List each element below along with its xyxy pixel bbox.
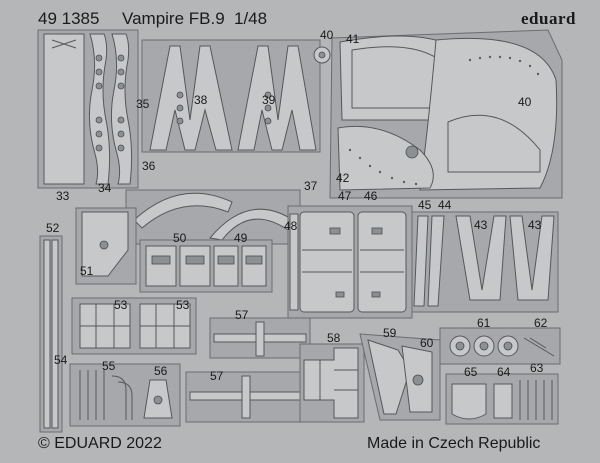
part-number-40-right: 40 (518, 95, 532, 109)
part-number-43-left: 43 (474, 218, 488, 232)
part-number-54: 54 (54, 353, 68, 367)
part-number-38: 38 (194, 93, 208, 107)
part-number-46: 46 (364, 189, 378, 203)
part-58-group (299, 343, 365, 423)
part-33-35-group (37, 29, 139, 189)
part-38-39-group (141, 39, 321, 153)
part-number-64: 64 (497, 365, 511, 379)
part-number-44: 44 (438, 198, 452, 212)
part-number-48: 48 (284, 219, 298, 233)
origin-text: Made in Czech Republic (367, 435, 541, 452)
part-number-53-right: 53 (176, 298, 190, 312)
part-number-47: 47 (338, 189, 352, 203)
part-number-42: 42 (336, 171, 350, 185)
part-number-65: 65 (464, 365, 478, 379)
part-number-33: 33 (56, 189, 70, 203)
part-57-group (185, 317, 311, 423)
part-number-57-bottom: 57 (210, 369, 224, 383)
sheet-number: 49 1385 (38, 9, 100, 28)
part-36-37-group (125, 189, 301, 245)
part-number-41: 41 (346, 32, 360, 46)
part-number-56: 56 (154, 364, 168, 378)
copyright-text: © EDUARD 2022 (38, 435, 162, 452)
part-61-62-group (439, 327, 561, 365)
part-51-52-group (39, 207, 137, 433)
sheet-scale: 1/48 (234, 9, 268, 28)
part-number-52: 52 (46, 221, 60, 235)
part-41-42-group (329, 29, 563, 199)
part-59-60-group (359, 333, 441, 421)
part-49-50-group (139, 239, 273, 293)
brand-logo: eduard (521, 9, 576, 28)
part-number-62: 62 (534, 316, 548, 330)
part-number-61: 61 (477, 316, 491, 330)
part-63-65-group (445, 373, 559, 425)
part-number-45: 45 (418, 198, 432, 212)
part-number-39: 39 (262, 93, 276, 107)
part-number-51: 51 (80, 264, 94, 278)
part-number-37: 37 (304, 179, 318, 193)
part-number-57-top: 57 (235, 308, 249, 322)
part-number-35: 35 (136, 97, 150, 111)
part-53-group (71, 297, 197, 355)
part-number-50: 50 (173, 231, 187, 245)
part-46-48-group (287, 205, 413, 319)
part-43-45-group (411, 211, 559, 313)
part-number-36: 36 (142, 159, 156, 173)
part-number-58: 58 (327, 331, 341, 345)
part-number-43-right: 43 (528, 218, 542, 232)
part-number-34: 34 (98, 181, 112, 195)
part-number-49: 49 (234, 231, 248, 245)
sheet-title: Vampire FB.9 (122, 9, 225, 28)
part-number-40-top: 40 (320, 28, 334, 42)
part-54-56-group (69, 363, 181, 427)
part-number-59: 59 (383, 326, 397, 340)
part-number-55: 55 (102, 359, 116, 373)
part-number-63: 63 (530, 361, 544, 375)
part-number-53-left: 53 (114, 298, 128, 312)
part-number-60: 60 (420, 336, 434, 350)
